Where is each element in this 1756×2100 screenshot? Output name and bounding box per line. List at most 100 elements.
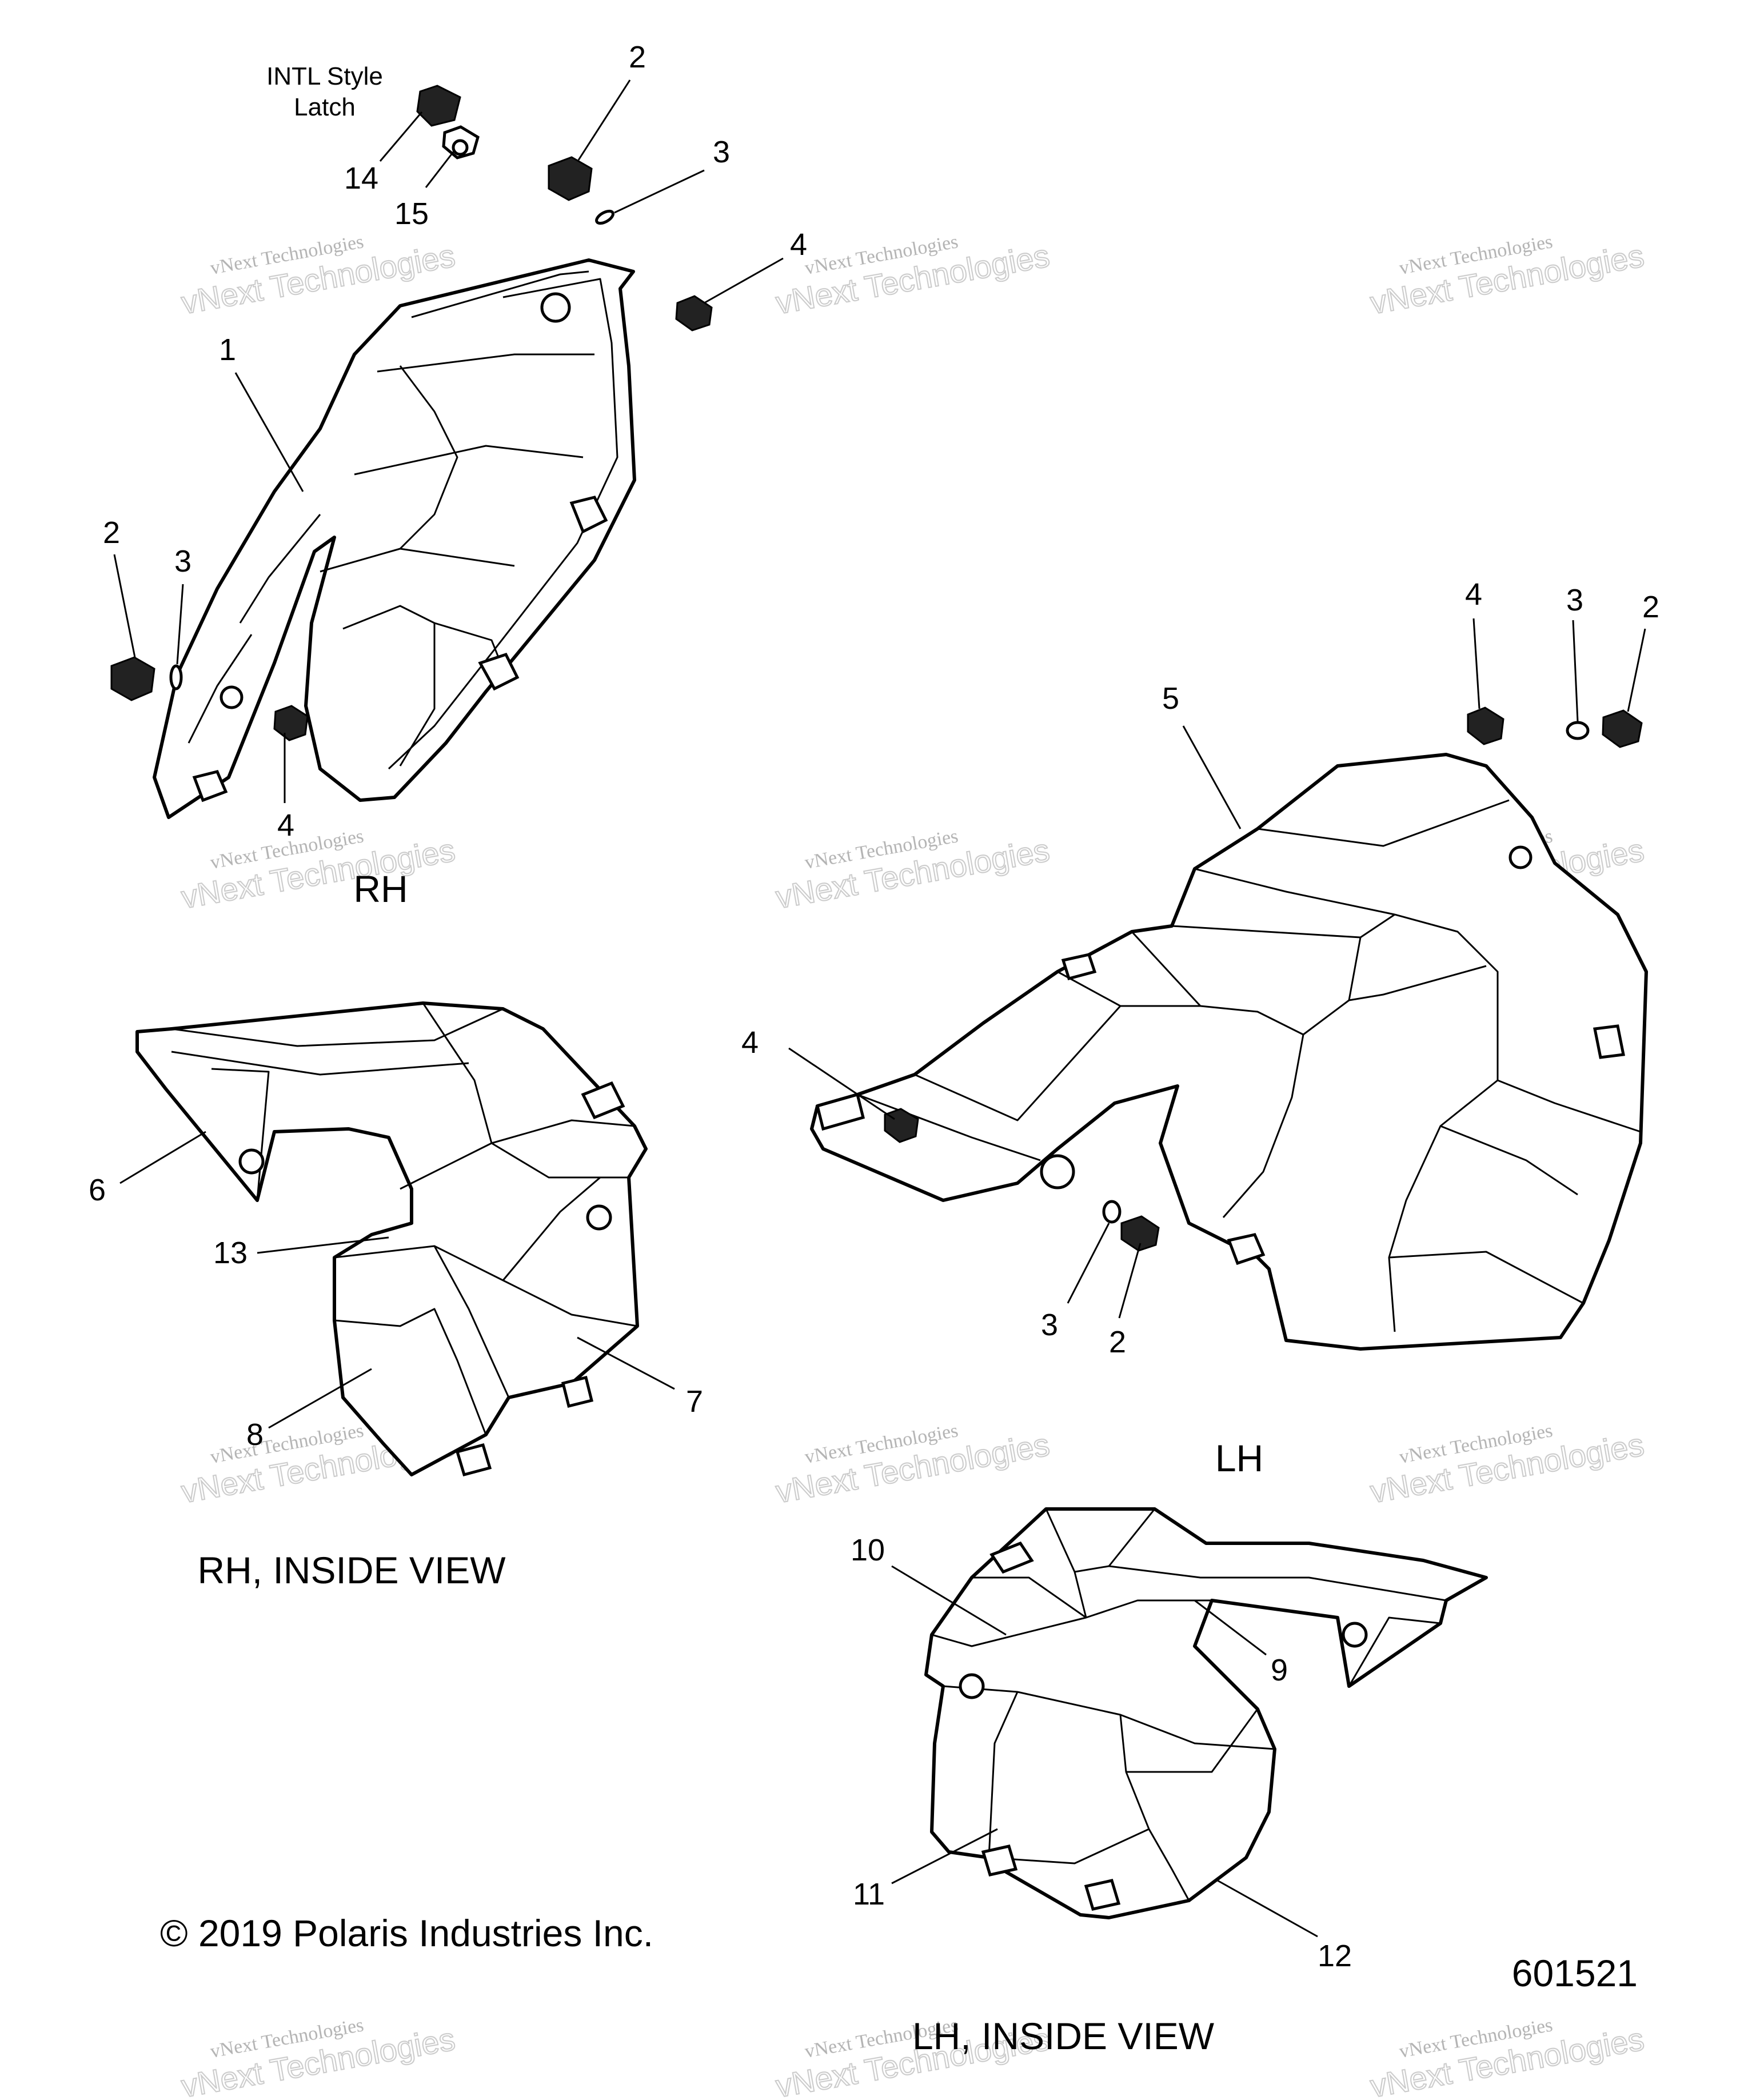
callout-6: 6 xyxy=(89,1173,106,1207)
lh-fender-tab xyxy=(815,1092,865,1131)
callout-rh-3: 3 xyxy=(174,544,191,578)
lh-inside-bracket xyxy=(1348,1616,1441,1687)
leader-lh-2b xyxy=(1627,628,1646,712)
lh-fender-mount-hole xyxy=(1040,1154,1075,1189)
push-rivet-part-2 xyxy=(548,156,593,201)
washer-part-3 xyxy=(1566,721,1590,740)
lh-inside-mount-hole xyxy=(1342,1622,1368,1648)
caption-rh: RH xyxy=(353,868,408,910)
lh-inside-outline xyxy=(924,1507,1488,1919)
washer-part-3 xyxy=(1102,1200,1122,1224)
latch-part-14 xyxy=(416,85,461,127)
leader-1 xyxy=(234,372,304,492)
callout-13: 13 xyxy=(213,1236,248,1270)
watermark: vNext Technologies vNext Technologies xyxy=(772,825,1052,916)
watermark: vNext Technologies vNext Technologies xyxy=(772,231,1052,321)
rh-fender-mount-hole xyxy=(220,685,244,709)
callout-rh-2: 2 xyxy=(103,516,120,550)
rh-fender-line xyxy=(411,270,589,318)
rh-inside-line xyxy=(491,1119,635,1144)
lh-fender-line xyxy=(1194,868,1395,916)
rh-inside-line xyxy=(334,1308,487,1435)
callout-5: 5 xyxy=(1162,681,1179,716)
leader-13 xyxy=(257,1236,389,1254)
rh-inside-mount-hole xyxy=(238,1148,265,1175)
lh-fender-line xyxy=(914,1005,1122,1121)
caption-rh-inside-view: RH, INSIDE VIEW xyxy=(197,1549,506,1591)
grommet-part-4 xyxy=(273,705,309,741)
rh-inside-callouts: 6 13 7 8 RH, INSIDE VIEW xyxy=(89,1131,703,1591)
watermark: vNext Technologies vNext Technologies xyxy=(772,1420,1052,1510)
lh-fender-callouts: 5 4 3 2 4 3 2 LH xyxy=(741,577,1659,1479)
rh-inside-line xyxy=(400,1142,629,1190)
callout-lh-4a: 4 xyxy=(741,1025,759,1060)
lh-inside-line xyxy=(988,1828,1150,1865)
callout-top-3: 3 xyxy=(713,135,730,169)
leader-top-2 xyxy=(577,79,631,161)
callout-top-2: 2 xyxy=(629,40,646,74)
lh-fender-mount-hole xyxy=(1508,845,1532,869)
watermark: vNext Technologies vNext Technologies xyxy=(178,2014,458,2100)
lh-inside-tab xyxy=(981,1845,1018,1877)
rh-inside-mount-hole xyxy=(586,1204,612,1231)
callout-lh-2a: 2 xyxy=(1109,1325,1126,1359)
lh-inside-view xyxy=(924,1507,1488,1919)
callout-top-4: 4 xyxy=(790,227,807,262)
leader-10 xyxy=(891,1565,1007,1636)
leader-6 xyxy=(119,1131,206,1184)
rh-fender-line xyxy=(239,514,321,624)
push-rivet-part-2 xyxy=(1602,709,1643,748)
grommet-part-4 xyxy=(884,1108,919,1143)
lh-fender-line xyxy=(1394,913,1499,1080)
leader-lh-4b xyxy=(1472,618,1480,709)
rh-fender-line xyxy=(187,634,253,744)
rh-inside-tab xyxy=(581,1081,625,1120)
watermark: vNext Technologies vNext Technologies xyxy=(178,825,458,916)
leader-rh-3 xyxy=(176,584,184,665)
rh-fender-tab xyxy=(192,770,228,803)
note-latch: Latch xyxy=(294,93,356,121)
lh-inside-mount-hole xyxy=(959,1673,985,1699)
washer-part-3 xyxy=(169,664,183,690)
lh-inside-line xyxy=(1126,1708,1259,1773)
callout-lh-3b: 3 xyxy=(1566,583,1583,617)
leader-top-4 xyxy=(704,257,784,304)
rh-inside-line xyxy=(422,1003,493,1144)
rh-inside-tab xyxy=(561,1375,594,1408)
washer-part-3 xyxy=(595,209,614,225)
lh-inside-line xyxy=(1108,1565,1447,1602)
leader-lh-2a xyxy=(1118,1243,1142,1319)
leader-top-3 xyxy=(614,169,705,214)
lh-fender-line xyxy=(1388,1079,1498,1332)
rh-fender-outline xyxy=(153,258,636,819)
callout-7: 7 xyxy=(686,1384,703,1419)
rh-fender-tab xyxy=(478,652,520,691)
lh-inside-line xyxy=(931,1616,1087,1647)
watermark: vNext Technologies vNext Technologies xyxy=(1367,231,1647,321)
leader-lh-3b xyxy=(1572,620,1579,722)
leader-rh-2 xyxy=(113,554,136,658)
callout-1: 1 xyxy=(219,333,236,367)
callout-lh-4b: 4 xyxy=(1465,577,1482,612)
lh-fender-line xyxy=(1388,1251,1584,1304)
rh-inside-tab xyxy=(455,1443,492,1477)
rh-inside-line xyxy=(502,1176,601,1281)
lh-fender-line xyxy=(857,1093,1041,1161)
callout-15: 15 xyxy=(394,197,429,231)
callout-8: 8 xyxy=(246,1418,264,1452)
lh-inside-line xyxy=(972,1576,1087,1619)
grommet-part-4 xyxy=(1467,706,1504,745)
caption-lh: LH xyxy=(1215,1437,1263,1479)
rh-fender-tab xyxy=(569,496,608,534)
intl-latch-group: INTL Style Latch 14 15 xyxy=(266,62,480,231)
leader-12 xyxy=(1217,1879,1318,1938)
rh-fender-callouts: 1 2 3 4 RH xyxy=(103,333,408,910)
callout-lh-2b: 2 xyxy=(1642,590,1659,624)
leader-14 xyxy=(379,111,423,162)
callout-lh-3a: 3 xyxy=(1041,1308,1058,1342)
lh-fender-line xyxy=(1222,937,1362,1218)
rh-fender-part-1 xyxy=(153,258,636,819)
lh-fender-line xyxy=(1440,1125,1578,1196)
